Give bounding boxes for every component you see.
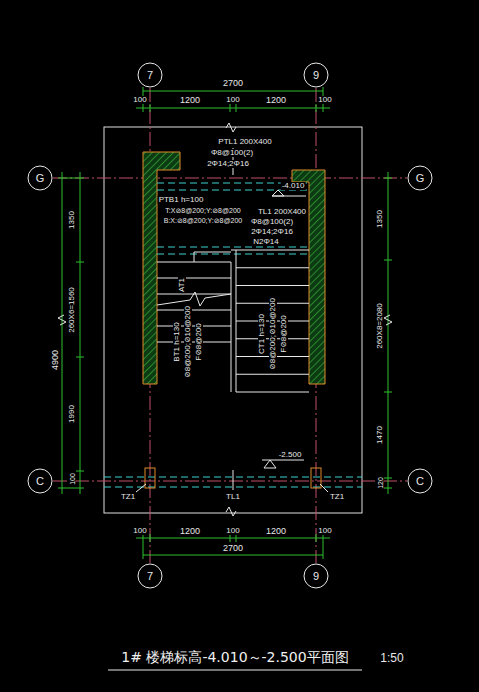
axis-label: G bbox=[415, 173, 426, 184]
rebar-note: CT1 h=130 bbox=[258, 313, 266, 355]
rebar-note: Φ8@100(2) bbox=[250, 218, 294, 226]
dimension: 100 bbox=[225, 527, 240, 535]
dimension: 4900 bbox=[51, 349, 60, 371]
rebar-note: N2Φ14 bbox=[252, 238, 280, 246]
rebar-note: Φ8@100(2) bbox=[210, 149, 254, 157]
dimension: 2700 bbox=[222, 79, 244, 88]
axis-label: 9 bbox=[312, 70, 320, 81]
stair-tread bbox=[157, 310, 231, 311]
rebar-note: ⊘8@200;⊘10@200 bbox=[269, 297, 277, 371]
dimension: 1470 bbox=[376, 425, 384, 445]
dimension: 100 bbox=[317, 96, 332, 104]
member-tag: AT1 bbox=[178, 277, 186, 293]
drawing-title: 1# 楼梯标高-4.010～-2.500平面图 bbox=[121, 650, 348, 665]
stair-tread bbox=[236, 267, 309, 268]
axis-label: G bbox=[35, 173, 46, 184]
axis-label: C bbox=[415, 476, 425, 487]
rebar-note: F⊘8@200 bbox=[280, 314, 288, 354]
dimension: 100 bbox=[69, 472, 76, 486]
member-tag: TZ1 bbox=[329, 493, 345, 501]
rebar-note: BT1 h=130 bbox=[173, 321, 181, 362]
dimension: 260X6=1560 bbox=[68, 286, 76, 334]
dimension: 100 bbox=[225, 96, 240, 104]
rebar-note: T:X⊘8@200;Y:⊘8@200 bbox=[164, 207, 241, 214]
member-tag: TZ1 bbox=[120, 493, 136, 501]
dimension: 1200 bbox=[179, 527, 201, 536]
scale-note: 1:50 bbox=[379, 652, 404, 664]
elevation: -2.500 bbox=[278, 451, 303, 459]
rebar-note: B:X:⊘8@200;Y:⊘8@200 bbox=[163, 217, 244, 224]
stair-tread bbox=[157, 326, 231, 327]
axis-label: 9 bbox=[312, 571, 320, 582]
rebar-note: ⊘8@200;⊘10@200 bbox=[184, 305, 192, 379]
dimension: 260X8=2080 bbox=[376, 302, 384, 350]
axis-label: C bbox=[35, 476, 45, 487]
dimension: 1990 bbox=[68, 404, 76, 424]
stair-tread bbox=[236, 374, 309, 375]
dimension: 1200 bbox=[265, 527, 287, 536]
dimension: 1350 bbox=[68, 210, 76, 230]
dimension: 120 bbox=[377, 476, 384, 490]
axis-label: 7 bbox=[146, 571, 154, 582]
axis-label: 7 bbox=[146, 70, 154, 81]
dimension: 1200 bbox=[265, 96, 287, 105]
elevation: -4.010 bbox=[281, 182, 306, 190]
rebar-note: TL1 200X400 bbox=[257, 208, 307, 216]
dimension: 100 bbox=[132, 527, 147, 535]
stair-tread bbox=[157, 294, 231, 295]
stair-tread bbox=[157, 342, 231, 343]
stair-tread bbox=[236, 285, 309, 286]
rebar-note: PTL1 200X400 bbox=[217, 138, 272, 146]
dimension: 1350 bbox=[376, 209, 384, 229]
dimension: 100 bbox=[132, 96, 147, 104]
member-tag: TL1 bbox=[225, 493, 241, 501]
dimension: 2700 bbox=[222, 544, 244, 553]
stair-tread bbox=[157, 278, 231, 279]
rebar-note: F⊘8@200 bbox=[195, 322, 203, 362]
dimension: 100 bbox=[317, 527, 332, 535]
rebar-note: 2Φ14;2Φ16 bbox=[250, 228, 294, 236]
rebar-note: 2Φ14;2Φ16 bbox=[206, 160, 250, 168]
dimension: 1200 bbox=[179, 96, 201, 105]
rebar-note: PTB1 h=100 bbox=[158, 196, 205, 204]
